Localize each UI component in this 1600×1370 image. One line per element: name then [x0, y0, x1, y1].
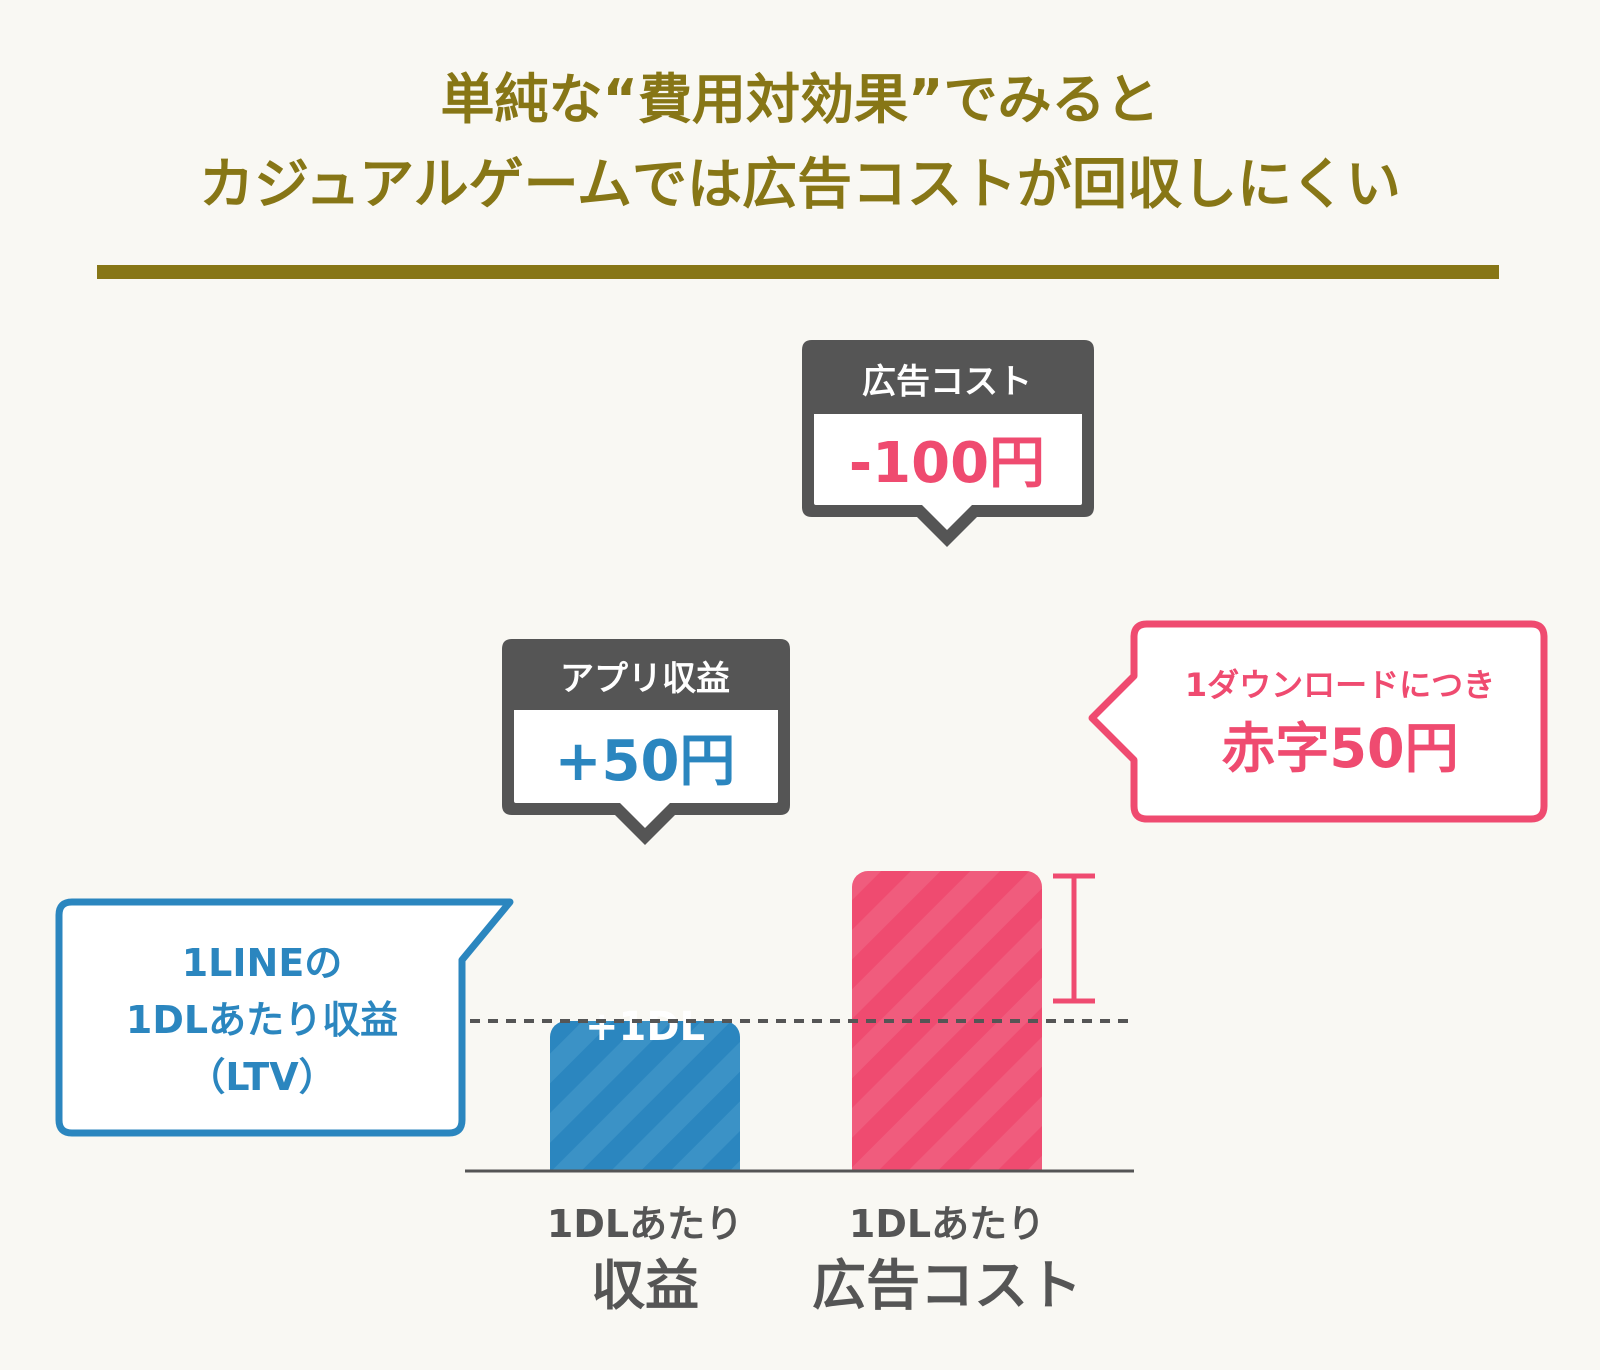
category-label-0-small: 1DLあたり [547, 1202, 743, 1246]
ltv-annotation-line1: 1LINEの [182, 941, 343, 985]
cost-callout-heading: 広告コスト [862, 362, 1032, 402]
bar-revenue [550, 1021, 740, 1187]
deficit-annotation-line2: 赤字50円 [1221, 717, 1458, 780]
revenue-callout-value: +50円 [555, 729, 736, 794]
revenue-value-callout: アプリ収益 +50円 [502, 639, 790, 845]
category-label-1-small: 1DLあたり [849, 1202, 1045, 1246]
ltv-annotation-line3: （LTV） [187, 1055, 336, 1099]
deficit-bracket [1053, 873, 1095, 1004]
bar-value-1 [852, 871, 1042, 1187]
ltv-annotation: 1LINEの 1DLあたり収益 （LTV） [55, 898, 514, 1137]
cost-value-callout: 広告コスト -100円 [802, 340, 1094, 547]
deficit-annotation: 1ダウンロードにつき 赤字50円 [1088, 620, 1548, 823]
title-divider [97, 265, 1499, 279]
cost-callout-value: -100円 [849, 431, 1045, 496]
chart-title: 単純な“費用対効果”でみると カジュアルゲームでは広告コストが回収しにくい [0, 58, 1600, 226]
bar-ad-cost [852, 871, 1042, 1187]
title-line-1: 単純な“費用対効果”でみると [440, 68, 1160, 131]
deficit-annotation-line1: 1ダウンロードにつき [1185, 666, 1495, 704]
revenue-callout-heading: アプリ収益 [560, 659, 730, 699]
baseline-mask [460, 1172, 1140, 1202]
category-label-0-large: 収益 [591, 1254, 699, 1317]
category-label-1-large: 広告コスト [812, 1254, 1082, 1317]
title-line-2: カジュアルゲームでは広告コストが回収しにくい [199, 152, 1401, 216]
ltv-annotation-line2: 1DLあたり収益 [126, 998, 398, 1042]
bar-value-0 [550, 1021, 740, 1187]
bar-inner-label: +1DL [585, 1004, 705, 1050]
